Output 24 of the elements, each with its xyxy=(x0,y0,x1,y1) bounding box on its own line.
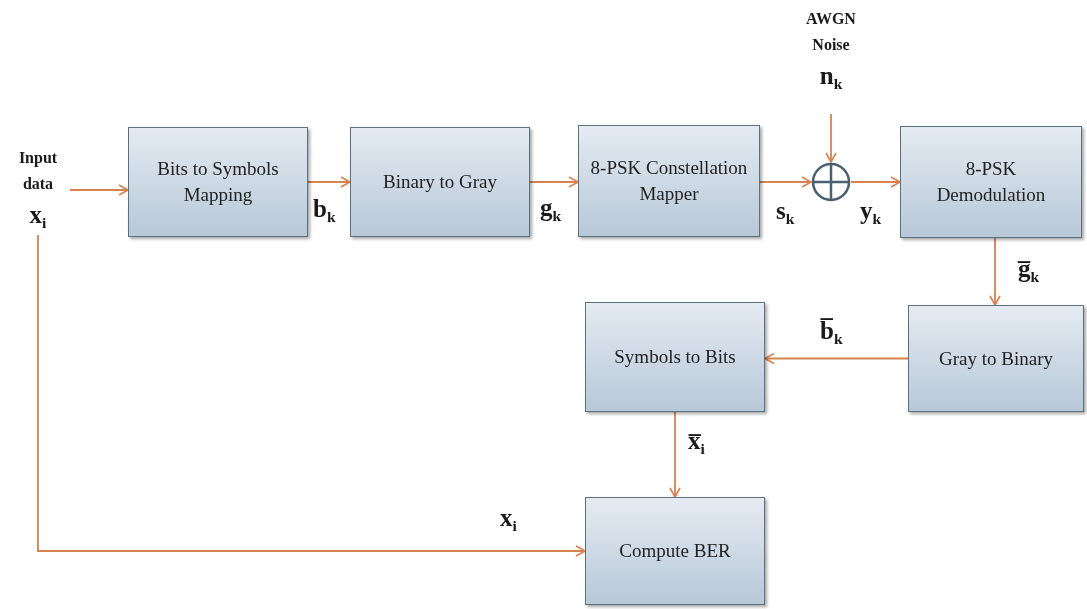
process-box: Symbols to Bits xyxy=(585,302,765,412)
arrow xyxy=(989,237,1001,306)
arrow xyxy=(69,184,129,196)
arrow xyxy=(850,176,901,188)
process-box: Gray to Binary xyxy=(908,305,1084,412)
process-box: 8-PSK Demodulation xyxy=(900,126,1082,238)
arrow xyxy=(825,113,837,163)
arrow xyxy=(759,176,812,188)
summing-junction xyxy=(811,162,851,202)
process-box: 8-PSK Constellation Mapper xyxy=(578,125,760,237)
signal-symbol: x$_{i}$ xyxy=(29,202,47,232)
signal-symbol: n$_{k}$ xyxy=(819,63,843,93)
arrow xyxy=(764,352,909,365)
arrow xyxy=(529,176,579,188)
arrow xyxy=(307,176,351,188)
arrow xyxy=(37,234,586,557)
arrow xyxy=(669,411,681,498)
edge-label: b$_{k}$ xyxy=(313,196,336,225)
signal-caption: Input data xyxy=(17,148,59,194)
signal-caption: AWGN Noise xyxy=(805,9,857,55)
process-box: Bits to Symbols Mapping xyxy=(128,127,308,237)
process-box: Compute BER xyxy=(585,497,765,605)
edge-label: b̅$_{k}$ xyxy=(820,318,843,347)
process-box: Binary to Gray xyxy=(350,127,530,237)
